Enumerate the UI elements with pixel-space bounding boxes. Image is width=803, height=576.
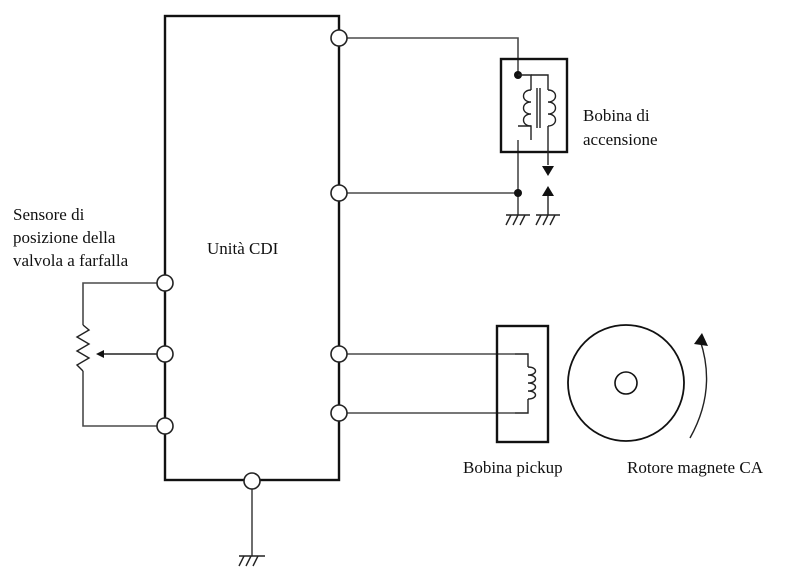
terminal — [156, 417, 174, 435]
throttle-sensor-label-line3: valvola a farfalla — [13, 251, 129, 270]
cdi-unit-label: Unità CDI — [207, 239, 279, 258]
cdi-terminals — [156, 29, 348, 490]
terminal — [243, 472, 261, 490]
pickup-coil-wiring — [347, 353, 515, 414]
spark-gap-icon — [542, 166, 554, 215]
ignition-coil-label-line1: Bobina di — [583, 106, 650, 125]
terminal — [330, 345, 348, 363]
throttle-sensor-label-line2: posizione della — [13, 228, 116, 247]
terminal — [156, 345, 174, 363]
throttle-sensor-label-line1: Sensore di — [13, 205, 85, 224]
terminal — [330, 404, 348, 422]
ground-icon — [238, 489, 265, 567]
ac-magneto-rotor — [567, 324, 685, 442]
pickup-coil-label: Bobina pickup — [463, 458, 563, 477]
ground-icon — [505, 189, 530, 226]
rotation-arrow-icon — [689, 333, 708, 439]
ignition-coil-label-line2: accensione — [583, 130, 658, 149]
terminal — [156, 274, 174, 292]
ac-magneto-rotor-label: Rotore magnete CA — [627, 458, 763, 477]
throttle-sensor-wiring — [82, 282, 157, 427]
terminal — [330, 184, 348, 202]
pickup-coil — [495, 324, 550, 444]
ignition-coil-wiring — [347, 37, 519, 215]
ground-icon — [535, 214, 560, 226]
potentiometer-icon — [75, 324, 157, 372]
ignition-coil — [499, 57, 569, 165]
terminal — [330, 29, 348, 47]
